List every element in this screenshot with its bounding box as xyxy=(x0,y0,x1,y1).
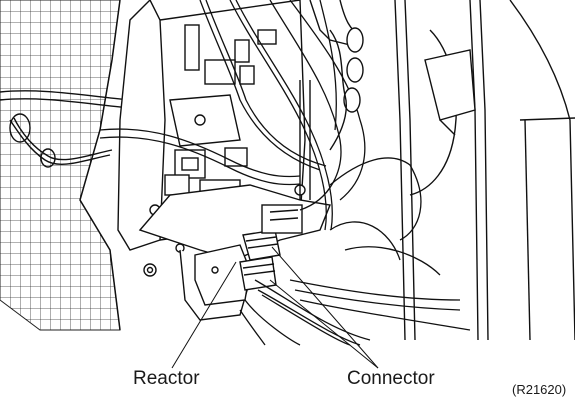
refrigerant-pipes xyxy=(299,0,364,200)
side-panel xyxy=(394,0,575,341)
reactor-leader-line xyxy=(171,261,237,369)
fan-grille xyxy=(0,0,121,331)
reactor-label: Reactor xyxy=(133,368,200,389)
insulation xyxy=(329,157,441,276)
connector xyxy=(239,204,303,291)
reactor xyxy=(143,244,251,306)
leader-lines xyxy=(171,246,379,369)
connector-leader-line-1 xyxy=(271,246,379,369)
connector-leader-line-2 xyxy=(269,279,379,369)
connector-label: Connector xyxy=(347,368,435,389)
figure-reference-code: (R21620) xyxy=(512,382,567,397)
left-cable xyxy=(0,90,131,168)
